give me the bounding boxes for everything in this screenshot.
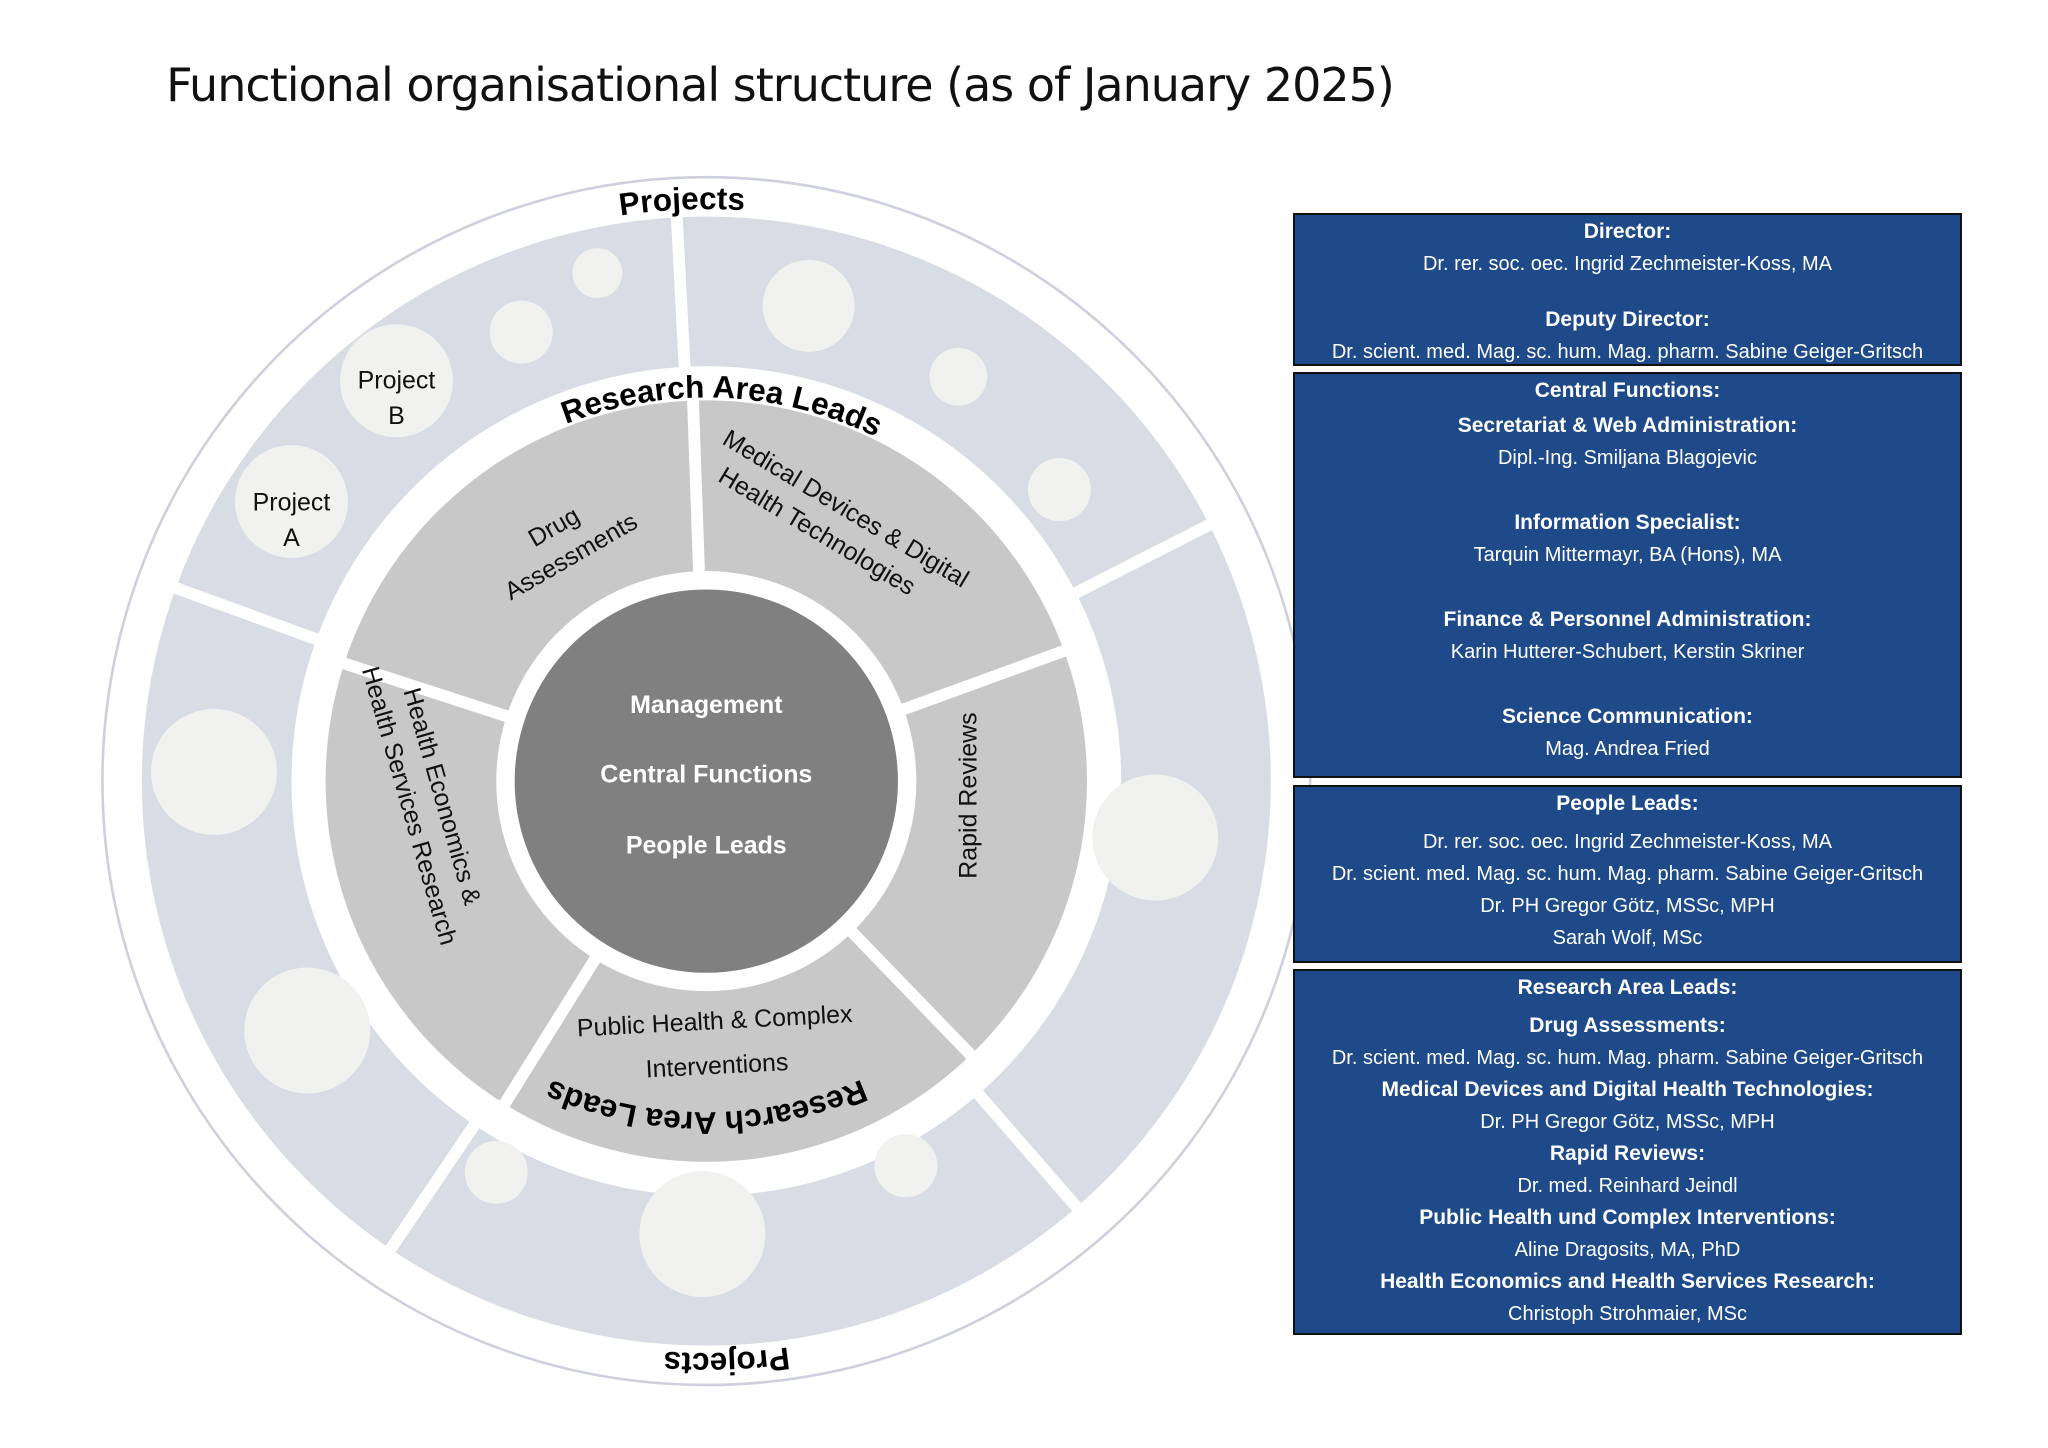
research-area-lead-name: Aline Dragosits, MA, PhD: [1514, 1239, 1741, 1261]
core-circle: [514, 589, 898, 973]
sector-divider: [329, 653, 534, 730]
people-leads-heading: People Leads:: [1556, 792, 1699, 815]
central-name: Tarquin Mittermayr, BA (Hons), MA: [1473, 544, 1782, 566]
band-divider: [968, 1084, 1090, 1221]
project-bubble: [464, 1140, 528, 1204]
director-name: Dr. rer. soc. oec. Ingrid Zechmeister-Ko…: [1422, 253, 1832, 275]
project-bubble: [1027, 458, 1091, 522]
core-central-functions: Central Functions: [600, 760, 812, 788]
project-bubble: [762, 259, 855, 352]
research-leads-box: Research Area Leads: Drug Assessments: Dr…: [1293, 969, 1962, 1335]
research-area-lead-name: Dr. med. Reinhard Jeindl: [1517, 1175, 1738, 1197]
director-heading: Director:: [1583, 220, 1672, 243]
sector-divider: [686, 387, 706, 598]
project-bubble: [489, 300, 553, 364]
project-bubble: [244, 967, 371, 1094]
central-name: Mag. Andrea Fried: [1545, 738, 1710, 760]
core-management: Management: [630, 691, 782, 719]
central-name: Dipl.-Ing. Smiljana Blagojevic: [1497, 447, 1757, 469]
central-role: Science Communication:: [1502, 705, 1753, 728]
sector-divider: [492, 933, 614, 1119]
research-area-role: Public Health und Complex Interventions:: [1419, 1206, 1836, 1229]
research-area-lead-name: Christoph Strohmaier, MSc: [1508, 1303, 1747, 1325]
page-title: Functional organisational structure (as …: [166, 58, 1395, 112]
central-role: Finance & Personnel Administration:: [1443, 608, 1812, 631]
project-bubble: [235, 445, 348, 558]
research-area-lead-name: Dr. scient. med. Mag. sc. hum. Mag. phar…: [1331, 1047, 1924, 1069]
people-lead-name: Sarah Wolf, MSc: [1552, 927, 1703, 949]
band-divider: [670, 203, 691, 376]
deputy-director-heading: Deputy Director:: [1545, 308, 1710, 331]
people-lead-name: Dr. PH Gregor Götz, MSSc, MPH: [1480, 895, 1775, 917]
project-bubble: [340, 324, 453, 438]
sector-divider: [876, 640, 1079, 724]
projects-label-top: Projects: [617, 180, 746, 222]
project-bubble: [1092, 774, 1219, 901]
people-lead-name: Dr. rer. soc. oec. Ingrid Zechmeister-Ko…: [1422, 831, 1832, 853]
central-role: Secretariat & Web Administration:: [1457, 414, 1798, 437]
central-name: Karin Hutterer-Schubert, Kerstin Skriner: [1450, 641, 1805, 663]
project-bubble: [639, 1171, 766, 1298]
central-functions-box: Central Functions: Secretariat & Web Adm…: [1293, 372, 1962, 778]
central-role: Information Specialist:: [1514, 511, 1741, 534]
band-divider: [378, 1115, 484, 1264]
project-bubble: [150, 708, 278, 835]
people-leads-box: People Leads: Dr. rer. soc. oec. Ingrid …: [1293, 785, 1962, 963]
deputy-director-name: Dr. scient. med. Mag. sc. hum. Mag. phar…: [1331, 341, 1924, 363]
project-bubble: [929, 347, 988, 406]
project-bubble: [874, 1134, 938, 1198]
research-area-role: Health Economics and Health Services Res…: [1380, 1270, 1875, 1293]
band-divider: [1066, 513, 1224, 602]
project-bubble: [572, 248, 623, 299]
sector-divider: [829, 909, 985, 1069]
research-area-role: Medical Devices and Digital Health Techn…: [1381, 1078, 1874, 1101]
director-box: Director: Dr. rer. soc. oec. Ingrid Zech…: [1293, 213, 1962, 366]
sector-rapid-reviews: Rapid Reviews: [955, 712, 983, 878]
research-area-role: Rapid Reviews:: [1549, 1142, 1706, 1165]
people-lead-name: Dr. scient. med. Mag. sc. hum. Mag. phar…: [1331, 863, 1924, 885]
research-leads-heading: Research Area Leads:: [1517, 976, 1738, 999]
band-divider: [161, 577, 326, 648]
projects-label-bottom: Projects: [661, 1340, 792, 1384]
research-area-role: Drug Assessments:: [1529, 1014, 1726, 1037]
central-functions-heading: Central Functions:: [1534, 379, 1721, 402]
core-people-leads: People Leads: [626, 831, 787, 859]
research-area-lead-name: Dr. PH Gregor Götz, MSSc, MPH: [1480, 1111, 1775, 1133]
